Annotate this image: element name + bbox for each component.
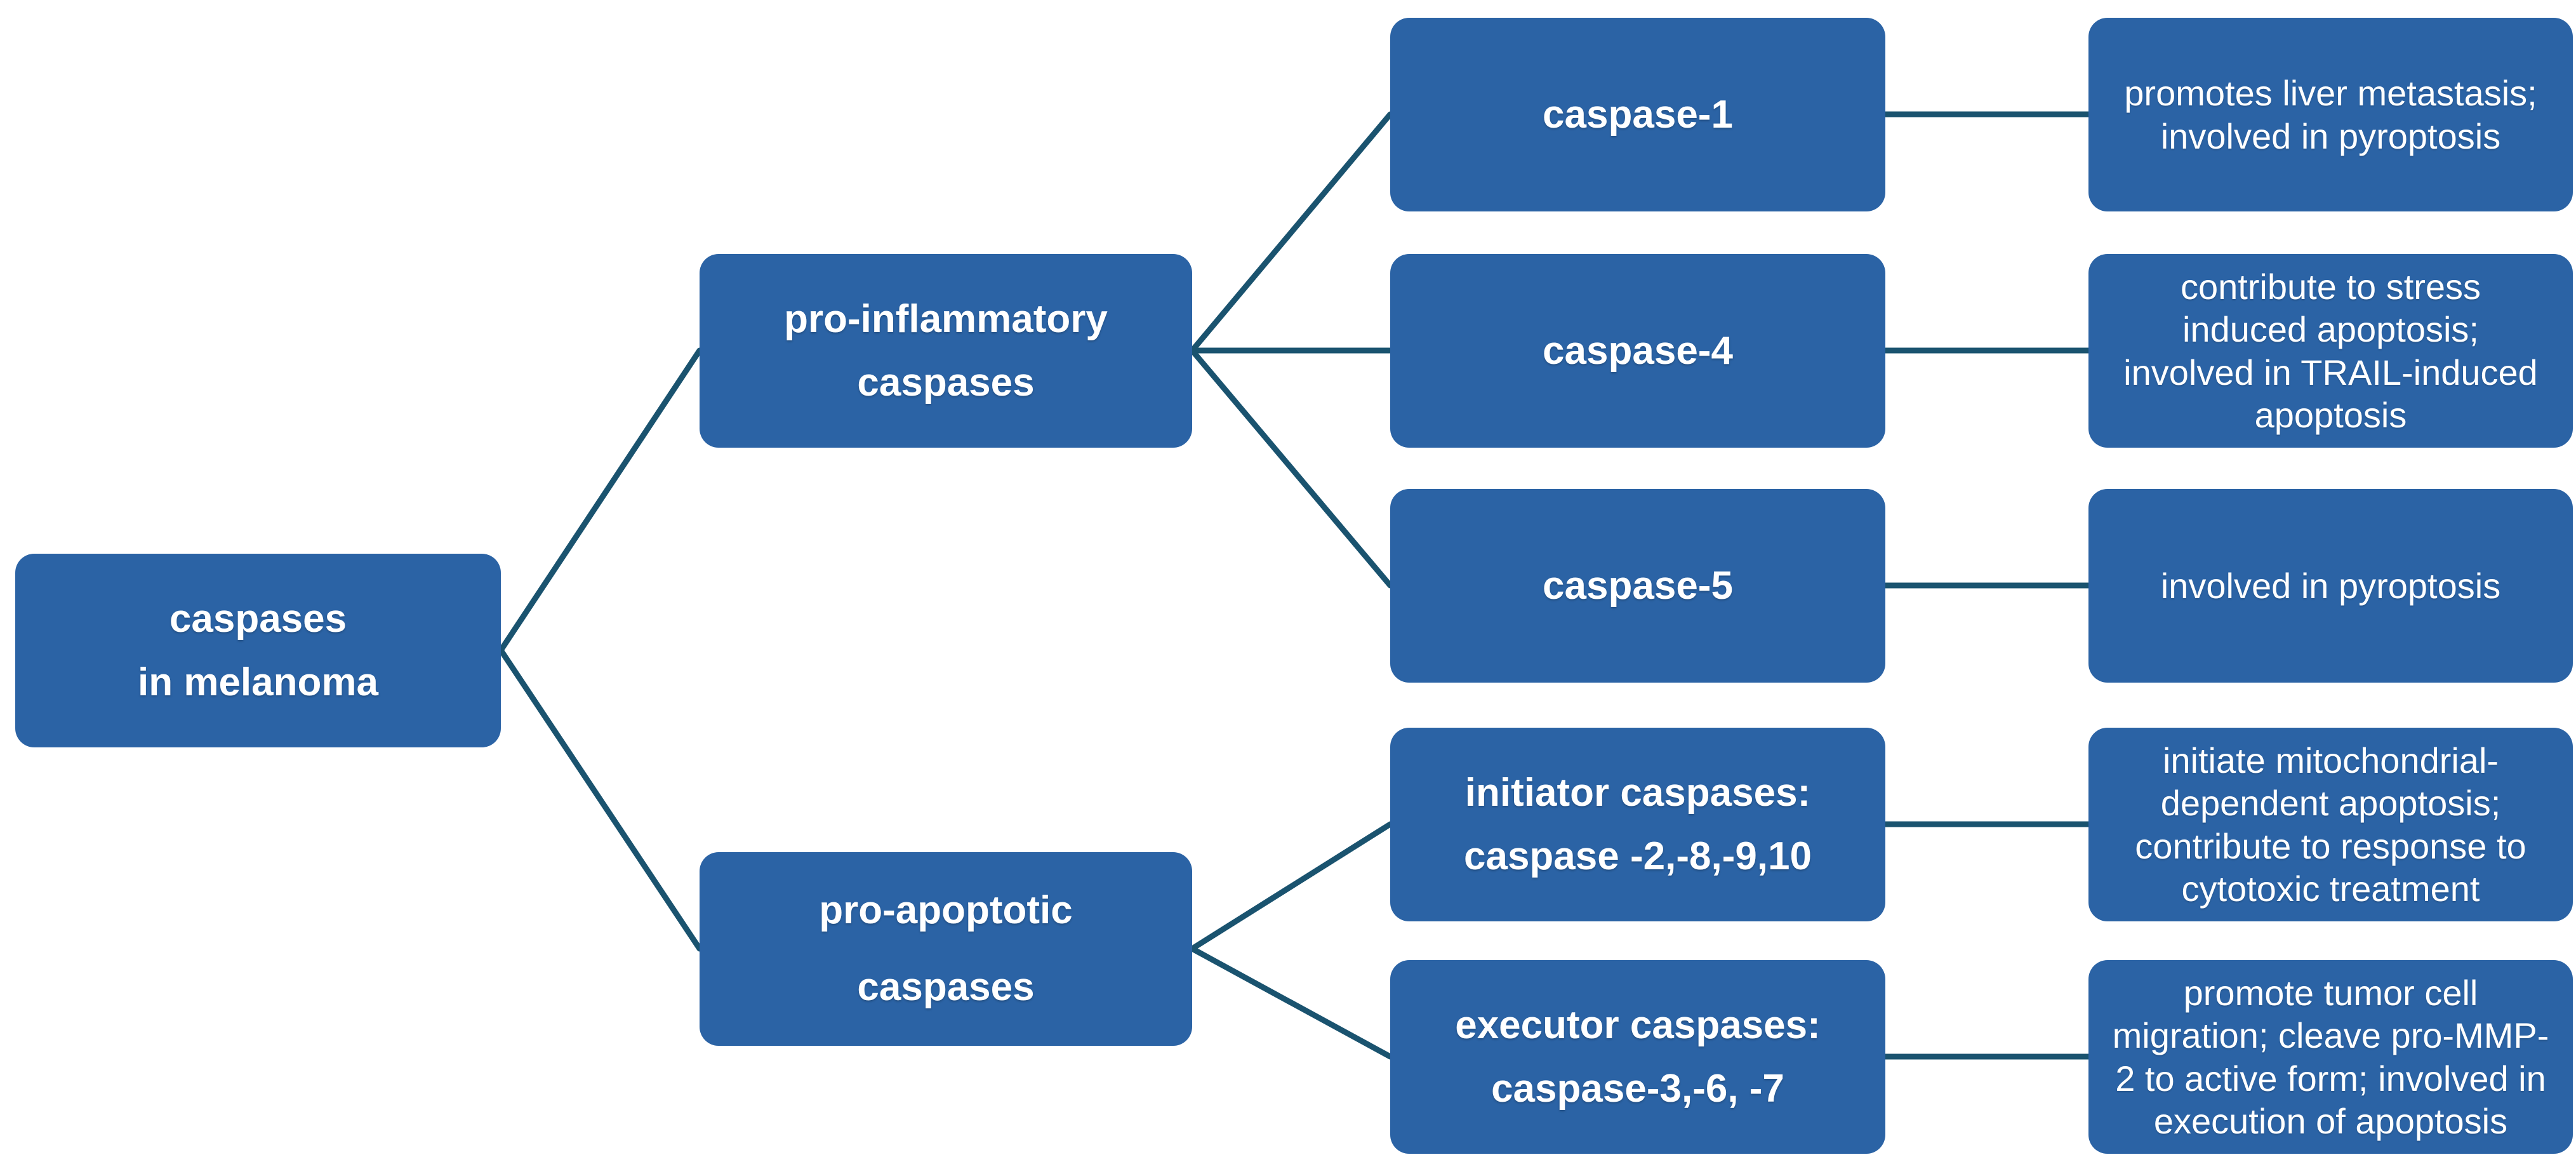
connector-pro-inflammatory-to-caspase-5 — [1189, 347, 1393, 589]
connector-root-to-pro-apoptotic — [498, 647, 703, 952]
node-executor-caspases: executor caspases: caspase-3,-6, -7 — [1390, 960, 1885, 1154]
node-caspase-4: caspase-4 — [1390, 254, 1885, 448]
description-initiator-caspases: initiate mitochondrial- dependent apopto… — [2088, 728, 2573, 921]
description-caspase-4: contribute to stress induced apoptosis; … — [2088, 254, 2573, 448]
node-category-pro-apoptotic: pro-apoptotic caspases — [700, 852, 1192, 1046]
description-executor-caspases: promote tumor cell migration; cleave pro… — [2088, 960, 2573, 1154]
description-text: promotes liver metastasis; involved in p… — [2124, 73, 2537, 156]
connector-pro-apoptotic-to-initiator — [1189, 821, 1393, 952]
leaf-label: caspase-4 — [1543, 328, 1733, 373]
leaf-label: caspase-5 — [1543, 563, 1733, 608]
description-caspase-1: promotes liver metastasis; involved in p… — [2088, 18, 2573, 211]
leaf-label: caspase-1 — [1543, 92, 1733, 137]
node-category-pro-inflammatory: pro-inflammatory caspases — [700, 254, 1192, 448]
category-label: pro-apoptotic caspases — [819, 888, 1073, 1009]
leaf-label: initiator caspases: caspase -2,-8,-9,10 — [1463, 771, 1812, 878]
connector-pro-inflammatory-to-caspase-1 — [1189, 111, 1393, 354]
leaf-label: executor caspases: caspase-3,-6, -7 — [1455, 1003, 1821, 1111]
root-label: caspases in melanoma — [138, 597, 378, 704]
node-caspase-5: caspase-5 — [1390, 489, 1885, 683]
description-caspase-5: involved in pyroptosis — [2088, 489, 2573, 683]
category-label: pro-inflammatory caspases — [784, 297, 1108, 404]
node-root-caspases-in-melanoma: caspases in melanoma — [15, 554, 501, 747]
description-text: involved in pyroptosis — [2160, 565, 2501, 606]
description-text: contribute to stress induced apoptosis; … — [2123, 267, 2538, 435]
description-text: promote tumor cell migration; cleave pro… — [2112, 973, 2549, 1141]
node-caspase-1: caspase-1 — [1390, 18, 1885, 211]
description-text: initiate mitochondrial- dependent apopto… — [2135, 740, 2526, 909]
connector-root-to-pro-inflammatory — [498, 347, 703, 653]
node-initiator-caspases: initiator caspases: caspase -2,-8,-9,10 — [1390, 728, 1885, 921]
connector-pro-apoptotic-to-executor — [1189, 945, 1393, 1060]
